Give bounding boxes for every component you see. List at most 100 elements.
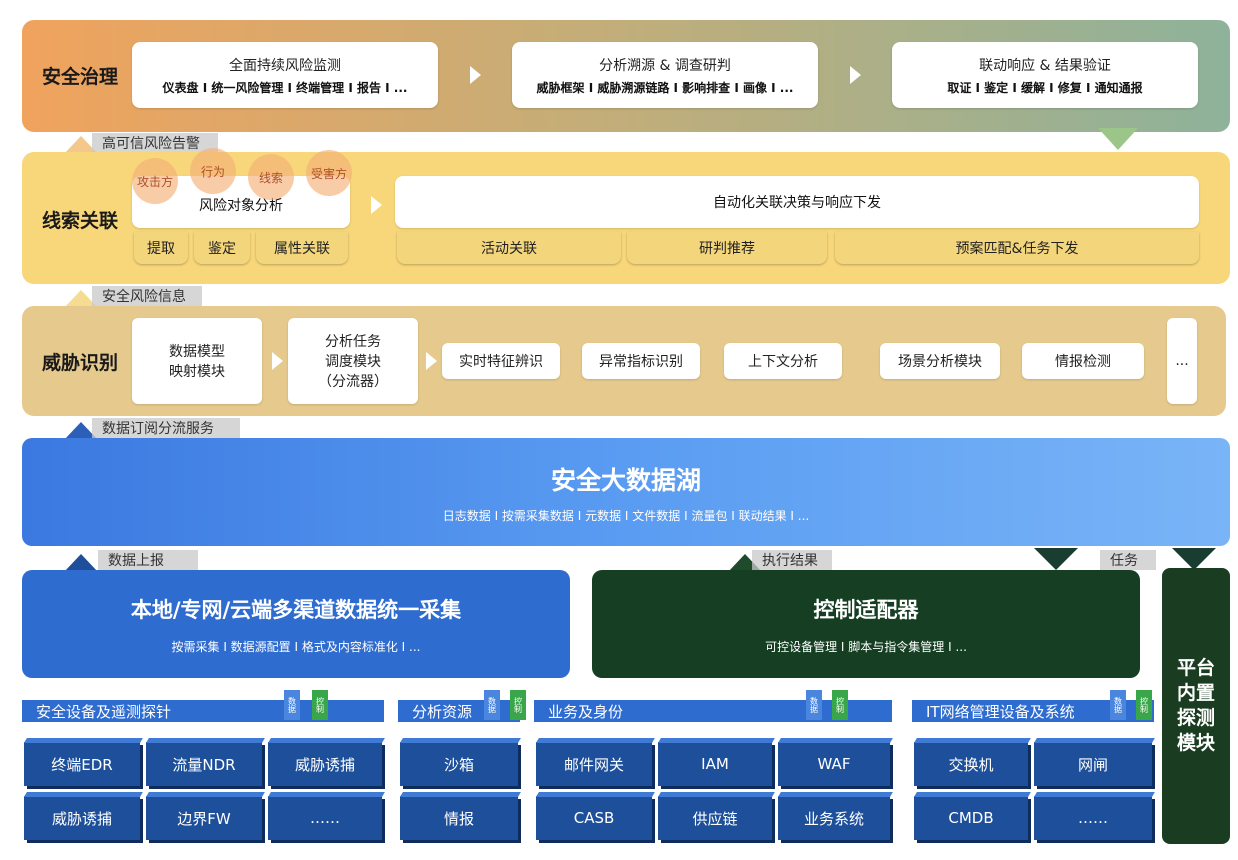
governance-card-monitor[interactable]: 全面持续风险监测 仪表盘 I 统一风险管理 I 终端管理 I 报告 I ... bbox=[132, 42, 438, 108]
module-intel[interactable]: 情报检测 bbox=[1022, 343, 1144, 379]
arrow-right-icon bbox=[850, 66, 861, 84]
module-more[interactable]: ... bbox=[1167, 318, 1197, 404]
down-arrow-icon bbox=[1034, 548, 1078, 570]
flow-label-alert: 高可信风险告警 bbox=[92, 133, 218, 153]
lake-title: 安全大数据湖 bbox=[550, 465, 701, 495]
device-tile[interactable]: 业务系统 bbox=[778, 792, 893, 840]
device-label: 沙箱 bbox=[443, 755, 474, 774]
device-tile[interactable]: 边界FW bbox=[146, 792, 265, 840]
up-arrow-icon bbox=[64, 422, 98, 440]
down-arrow-icon bbox=[1172, 548, 1216, 570]
device-label: 供应链 bbox=[692, 809, 738, 828]
tab-attribute[interactable]: 属性关联 bbox=[256, 232, 348, 264]
flow-label-task: 任务 bbox=[1100, 550, 1156, 570]
threat-title: 威胁识别 bbox=[41, 351, 118, 374]
category-security-devices: 安全设备及遥测探针 bbox=[22, 700, 384, 722]
down-arrow-icon bbox=[1098, 128, 1138, 150]
arrow-right-icon bbox=[426, 352, 437, 370]
module-scenario[interactable]: 场景分析模块 bbox=[880, 343, 1000, 379]
device-tile[interactable]: CASB bbox=[536, 792, 655, 840]
up-arrow-icon bbox=[64, 554, 98, 572]
governance-card-trace[interactable]: 分析溯源 & 调查研判 威胁框架 I 威胁溯源链路 I 影响排查 I 画像 I … bbox=[512, 42, 818, 108]
device-tile[interactable]: 邮件网关 bbox=[536, 738, 655, 786]
arrow-right-icon bbox=[371, 196, 382, 214]
device-tile[interactable]: 流量NDR bbox=[146, 738, 265, 786]
device-tile[interactable]: …… bbox=[1034, 792, 1155, 840]
data-badge-icon: 数据 bbox=[284, 690, 300, 720]
control-badge-icon: 控制 bbox=[510, 690, 526, 720]
tab-playbook[interactable]: 预案匹配&任务下发 bbox=[835, 232, 1199, 264]
lake-sub: 日志数据 I 按需采集数据 I 元数据 I 文件数据 I 流量包 I 联动结果 … bbox=[442, 508, 810, 523]
device-label: 网闸 bbox=[1077, 755, 1108, 774]
device-tile[interactable]: WAF bbox=[778, 738, 893, 786]
device-tile[interactable]: 威胁诱捕 bbox=[268, 738, 385, 786]
tab-recommend[interactable]: 研判推荐 bbox=[627, 232, 827, 264]
data-badge-icon: 数据 bbox=[484, 690, 500, 720]
builtin-probe-module: 平台 内置 探测 模块 bbox=[1162, 568, 1230, 844]
device-tile[interactable]: 交换机 bbox=[914, 738, 1031, 786]
device-label: CMDB bbox=[948, 809, 994, 827]
card-title: 联动响应 & 结果验证 bbox=[979, 57, 1111, 74]
data-badge-icon: 数据 bbox=[1110, 690, 1126, 720]
clue-title: 线索关联 bbox=[41, 209, 118, 232]
data-badge-icon: 数据 bbox=[806, 690, 822, 720]
device-label: 流量NDR bbox=[172, 755, 236, 774]
device-label: 威胁诱捕 bbox=[294, 755, 355, 774]
device-label: 边界FW bbox=[177, 809, 231, 828]
bubble-behavior: 行为 bbox=[190, 148, 236, 194]
device-tile[interactable]: 沙箱 bbox=[400, 738, 521, 786]
card-title: 分析溯源 & 调查研判 bbox=[599, 57, 731, 74]
bubble-clue: 线索 bbox=[248, 154, 294, 200]
module-dispatcher[interactable]: 分析任务 调度模块 （分流器） bbox=[288, 318, 418, 404]
flow-label-exec-result: 执行结果 bbox=[752, 550, 832, 570]
tab-activity[interactable]: 活动关联 bbox=[397, 232, 621, 264]
device-label: IAM bbox=[701, 755, 729, 773]
governance-card-response[interactable]: 联动响应 & 结果验证 取证 I 鉴定 I 缓解 I 修复 I 通知通报 bbox=[892, 42, 1198, 108]
device-tile[interactable]: IAM bbox=[658, 738, 775, 786]
card-sub: 仪表盘 I 统一风险管理 I 终端管理 I 报告 I ... bbox=[162, 80, 408, 95]
device-label: WAF bbox=[817, 755, 851, 773]
device-tile[interactable]: 供应链 bbox=[658, 792, 775, 840]
device-tile[interactable]: 网闸 bbox=[1034, 738, 1155, 786]
collection-block: 本地/专网/云端多渠道数据统一采集 按需采集 I 数据源配置 I 格式及内容标准… bbox=[22, 570, 570, 678]
device-label: 终端EDR bbox=[51, 755, 113, 774]
module-realtime[interactable]: 实时特征辨识 bbox=[442, 343, 560, 379]
collection-sub: 按需采集 I 数据源配置 I 格式及内容标准化 I ... bbox=[171, 639, 421, 654]
device-label: 情报 bbox=[443, 809, 474, 828]
control-badge-icon: 控制 bbox=[1136, 690, 1152, 720]
device-label: 邮件网关 bbox=[563, 755, 624, 774]
device-label: 威胁诱捕 bbox=[51, 809, 112, 828]
tab-extract[interactable]: 提取 bbox=[134, 232, 188, 264]
device-tile[interactable]: 终端EDR bbox=[24, 738, 143, 786]
data-lake: 安全大数据湖 日志数据 I 按需采集数据 I 元数据 I 文件数据 I 流量包 … bbox=[22, 438, 1230, 546]
device-tile[interactable]: CMDB bbox=[914, 792, 1031, 840]
bubble-victim: 受害方 bbox=[306, 150, 352, 196]
control-badge-icon: 控制 bbox=[832, 690, 848, 720]
adapter-block: 控制适配器 可控设备管理 I 脚本与指令集管理 I ... bbox=[592, 570, 1140, 678]
module-anomaly[interactable]: 异常指标识别 bbox=[582, 343, 700, 379]
module-data-model[interactable]: 数据模型 映射模块 bbox=[132, 318, 262, 404]
adapter-title: 控制适配器 bbox=[813, 597, 919, 622]
device-label: 交换机 bbox=[948, 755, 994, 774]
control-badge-icon: 控制 bbox=[312, 690, 328, 720]
device-label: 业务系统 bbox=[803, 809, 864, 828]
card-sub: 取证 I 鉴定 I 缓解 I 修复 I 通知通报 bbox=[947, 80, 1143, 95]
card-title: 全面持续风险监测 bbox=[229, 57, 341, 74]
module-context[interactable]: 上下文分析 bbox=[724, 343, 842, 379]
adapter-sub: 可控设备管理 I 脚本与指令集管理 I ... bbox=[765, 639, 967, 654]
flow-label-report: 数据上报 bbox=[98, 550, 198, 570]
up-arrow-icon bbox=[64, 136, 98, 154]
tab-identify[interactable]: 鉴定 bbox=[194, 232, 250, 264]
auto-decision-card[interactable]: 自动化关联决策与响应下发 bbox=[395, 176, 1199, 228]
device-tile[interactable]: 情报 bbox=[400, 792, 521, 840]
arrow-right-icon bbox=[272, 352, 283, 370]
device-tile[interactable]: 威胁诱捕 bbox=[24, 792, 143, 840]
collection-title: 本地/专网/云端多渠道数据统一采集 bbox=[130, 597, 462, 622]
arrow-right-icon bbox=[470, 66, 481, 84]
device-tile[interactable]: …… bbox=[268, 792, 385, 840]
risk-object-label: 风险对象分析 bbox=[199, 198, 283, 214]
up-arrow-icon bbox=[64, 290, 98, 308]
device-label: …… bbox=[1078, 809, 1108, 827]
category-analysis-resources: 分析资源 bbox=[398, 700, 520, 722]
auto-decision-label: 自动化关联决策与响应下发 bbox=[713, 195, 881, 211]
